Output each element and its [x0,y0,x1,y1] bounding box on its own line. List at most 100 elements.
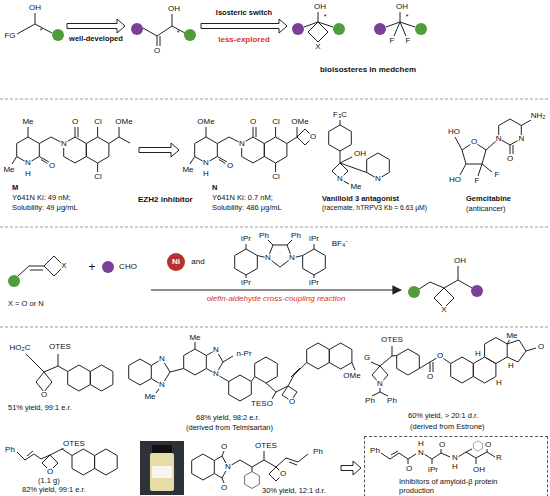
caption-text: Solubility: 486 μg/mL [212,204,282,212]
atom-label: Ph [313,448,324,456]
atom-label: Ph [291,232,302,240]
caption-text: 51% yield, 99:1 e.r. [8,404,72,412]
atom-label: iPr [241,235,252,243]
atom-label: OH [168,5,181,13]
atom-label: HO [449,176,462,184]
caption-text: (1.1 g) [38,477,60,485]
atom-label: X [315,43,321,51]
atom-label: O [436,352,443,360]
caption-text: (racemate, hTRPV3 Kb = 6.63 μM) [322,205,427,212]
atom-label: FG [4,32,16,40]
block-arrow [341,461,361,475]
compound-structure: MeMeNHONOClClOMeMY641N Ki: 49 nM;Solubil… [0,112,136,217]
atom-label: N [203,159,210,167]
atom-label: Me [3,166,15,174]
caption-text: 60% yield, > 20:1 d.r. [408,412,478,420]
atom-label: * [40,27,43,34]
atom-label: N [239,140,246,148]
atom-label: Me [506,332,518,340]
atom-label: N [452,454,459,462]
caption-text: Inhibitors of amyloid-β protein producti… [399,477,524,495]
compound-structure: OTESGNPhPhOOMeOHHH60% yield, > 20:1 d.r.… [362,330,548,436]
compound-structure: CHO [100,254,148,290]
atom-label: O [46,468,53,476]
atom-label: OTES [381,336,404,344]
atom-label: O [405,465,412,473]
atom-label: O [426,373,433,381]
atom-label: Ph [5,446,16,454]
compound-structure: OHX* [290,0,346,56]
compound-structure: F₃COHNNMeVanilloid 3 antagonist(racemate… [320,108,444,220]
atom-label: OMe [291,118,309,126]
atom-label: F [494,171,500,179]
compound-structure: OHO* [128,2,198,58]
atom-label: H [203,170,210,178]
caption-text: 68% yield, 98:2 e.r. [196,414,260,422]
atom-label: N [289,254,296,262]
atom-label: N [495,135,502,143]
caption-text: Y641N Ki: 0.7 nM; [212,194,273,202]
reaction-arrow [151,289,401,290]
atom-label: H [508,362,515,370]
atom-label: iPr [241,279,252,287]
atom-label: N [159,355,166,363]
atom-label: H [418,440,425,448]
compound-structure: OMeMeNHONOClClOMeONY641N Ki: 0.7 nM;Solu… [182,112,319,217]
atom-label: H [496,379,503,387]
atom-label: F₃C [333,111,348,119]
compound-structure: HOOHOFFNNNH₂OGemcitabine(anticancer) [446,108,548,220]
atom-label: H [475,350,482,358]
atom-label: Me [189,334,201,342]
atom-label: OH [29,4,42,12]
atom-label: OMe [197,118,215,126]
atom-label: Ph [370,447,381,455]
atom-label: N [159,381,166,389]
compound-structure: ONOOTESOPh30% yield, 12:1 d.r. [188,440,338,496]
atom-label: O [470,138,477,146]
atom-label: Ph [259,232,270,240]
atom-label: O [226,162,233,170]
atom-label: X [441,306,447,314]
atom-label: OH [314,3,327,11]
compound-structure: PhOTESO(1.1 g)82% yield, 99:1 e.r. [2,440,136,496]
atom-label: * [406,13,409,20]
atom-label: iPr [309,235,320,243]
atom-label: OH [396,3,409,11]
atom-label: Me [350,183,362,191]
atom-label: N [377,380,384,388]
scheme-label: + [88,261,95,273]
atom-label: N [61,140,68,148]
atom-label: O [309,133,316,141]
compound-structure: OHX [404,236,544,316]
compound-structure: FG OH * [2,2,64,54]
atom-label: N [25,159,32,167]
atom-label: O [288,398,295,406]
atom-label: Ph [387,397,398,405]
highlight-box: PhOHNiPrONHOHORInhibitors of amyloid-β p… [364,436,548,496]
arrow-label: well-developed [68,35,124,43]
atom-label: F [474,177,480,185]
atom-label: OTES [255,442,278,450]
atom-label: TESO [251,400,274,408]
block-arrow [67,19,125,33]
atom-label: OMe [115,118,133,126]
compound-structure: OHFF* [372,0,432,56]
compound-structure: XX = O or N [4,240,86,315]
atom-label: O [249,118,256,126]
atom-label: n-Pr [236,350,252,358]
atom-label: O [506,155,513,163]
scheme-label: less-explored [218,36,270,44]
atom-label: N [337,175,344,183]
atom-label: O [220,443,227,451]
caption-text: (anticancer) [466,205,506,213]
atom-label: OMe [343,372,361,380]
separator [0,99,550,327]
atom-label: N [418,449,425,457]
atom-label: and [191,258,205,266]
vial-photo [140,441,184,495]
atom-label: O [484,441,491,449]
atom-label: O [153,47,160,55]
atom-label: O [279,470,286,478]
atom-label: CHO [119,263,138,271]
